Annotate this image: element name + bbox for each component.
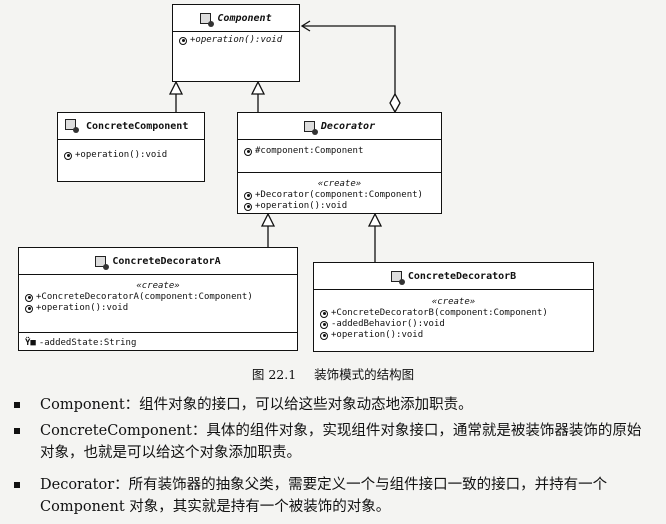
operations-section: «create» +ConcreteDecoratorA(component:C… <box>19 275 297 333</box>
public-operation-icon <box>179 36 187 45</box>
stereotype-label: «create» <box>136 281 180 291</box>
aggregation-diamond <box>389 92 401 114</box>
public-operation-icon <box>64 151 72 160</box>
bullet-text: Decorator：所有装饰器的抽象父类，需要定义一个与组件接口一致的接口，并持… <box>40 477 608 515</box>
stereotype-label: «create» <box>317 179 362 189</box>
class-name: ConcreteDecoratorB <box>407 270 517 282</box>
aggregation-line <box>302 25 396 95</box>
bullet-text: Component：组件对象的接口，可以给这些对象动态地添加职责。 <box>40 397 473 413</box>
operation: +operation():void <box>179 35 293 46</box>
operations-section: «create» +ConcreteDecoratorB(component:C… <box>314 290 593 344</box>
attributes-section: #component:Component <box>238 140 441 173</box>
class-header: Component <box>173 5 299 32</box>
operation: +Decorator(component:Component) <box>244 190 435 201</box>
operation: +operation():void <box>25 303 291 314</box>
public-operation-icon <box>320 331 328 340</box>
private-field-icon: Ÿ■ <box>25 338 36 348</box>
bullet-text: ConcreteComponent：具体的组件对象，实现组件对象接口，通常就是被… <box>40 423 642 461</box>
class-header: ConcreteComponent <box>58 113 204 140</box>
public-operation-icon <box>244 202 252 211</box>
public-operation-icon <box>25 304 33 313</box>
stereotype-label: «create» <box>431 297 476 307</box>
public-operation-icon <box>25 293 33 302</box>
class-name: Component <box>217 12 272 24</box>
protected-attribute-icon <box>244 147 252 156</box>
aggregation-arrowhead <box>300 20 311 32</box>
class-icon <box>200 12 215 27</box>
class-name: ConcreteDecoratorA <box>112 255 221 267</box>
inheritance-arrowhead <box>260 212 276 227</box>
concretedecoratorb-class: ConcreteDecoratorB «create» +ConcreteDec… <box>313 262 594 352</box>
figure-number: 图 22.1 <box>251 367 297 382</box>
bullet-marker <box>14 428 20 434</box>
operation: +operation():void <box>244 201 435 212</box>
attribute: #component:Component <box>244 146 435 157</box>
figure-title: 装饰模式的结构图 <box>314 367 415 382</box>
concretedecoratora-class: ConcreteDecoratorA «create» +ConcreteDec… <box>18 247 298 351</box>
class-icon <box>65 119 79 133</box>
operation: +ConcreteDecoratorB(component:Component) <box>320 308 587 319</box>
class-name: Decorator <box>320 120 376 132</box>
public-operation-icon <box>320 309 328 318</box>
class-header: ConcreteDecoratorA <box>19 248 297 275</box>
figure-caption: 图 22.1 装饰模式的结构图 <box>0 364 666 383</box>
operation: +ConcreteDecoratorA(component:Component) <box>25 292 291 303</box>
inheritance-arrowhead <box>250 80 266 95</box>
bullet-item: Decorator：所有装饰器的抽象父类，需要定义一个与组件接口一致的接口，并持… <box>14 474 654 518</box>
bullet-marker <box>14 402 20 408</box>
bullet-item: ConcreteComponent：具体的组件对象，实现组件对象接口，通常就是被… <box>14 420 654 464</box>
class-name: ConcreteComponent <box>86 120 189 132</box>
concretecomponent-class: ConcreteComponent +operation():void <box>57 112 205 182</box>
operation: +operation():void <box>64 150 198 161</box>
operation: -addedBehavior():void <box>320 319 587 330</box>
class-header: Decorator <box>238 113 441 140</box>
bullet-item: Component：组件对象的接口，可以给这些对象动态地添加职责。 <box>14 394 654 416</box>
operations-section: +operation():void <box>58 140 204 191</box>
operations-section: +operation():void <box>173 32 299 82</box>
public-operation-icon <box>244 191 252 200</box>
attributes-section: Ÿ■ -addedState:String <box>19 333 297 352</box>
attribute: Ÿ■ -addedState:String <box>25 338 137 348</box>
operations-section: «create» +Decorator(component:Component)… <box>238 173 441 215</box>
bullet-marker <box>14 482 20 488</box>
decorator-class: Decorator #component:Component «create» … <box>237 112 442 214</box>
private-operation-icon <box>320 320 328 329</box>
class-icon <box>303 120 318 135</box>
component-class: Component +operation():void <box>172 4 300 82</box>
class-icon <box>390 270 405 285</box>
inheritance-arrowhead <box>168 80 184 95</box>
class-icon <box>95 255 110 270</box>
inheritance-arrowhead <box>367 212 383 227</box>
class-header: ConcreteDecoratorB <box>314 263 593 290</box>
operation: +operation():void <box>320 330 587 341</box>
